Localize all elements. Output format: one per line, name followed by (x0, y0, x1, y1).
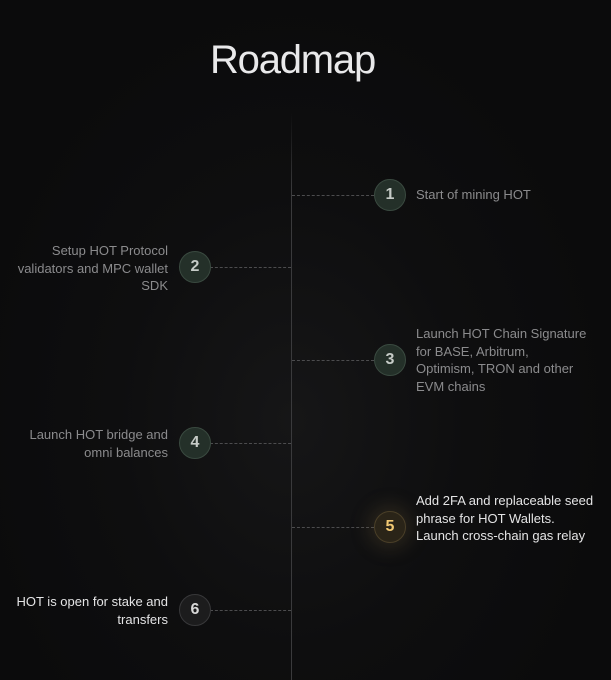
milestone-3-marker: 3 (374, 344, 406, 376)
milestone-3-text: Launch HOT Chain Signature for BASE, Arb… (416, 326, 587, 394)
milestone-2-text: Setup HOT Protocol validators and MPC wa… (17, 243, 168, 293)
connector-4 (210, 443, 291, 444)
connector-5 (292, 527, 374, 528)
milestone-6-text: HOT is open for stake and transfers (16, 594, 168, 627)
connector-3 (292, 360, 374, 361)
milestone-2-marker: 2 (179, 251, 211, 283)
milestone-5-text: Add 2FA and replaceable seed phrase for … (416, 493, 594, 543)
milestone-6-marker: 6 (179, 594, 211, 626)
connector-1 (292, 195, 374, 196)
milestone-1-marker: 1 (374, 179, 406, 211)
milestone-5-marker: 5 (374, 511, 406, 543)
timeline-axis (291, 112, 292, 680)
page-title: Roadmap (209, 38, 376, 82)
milestone-4-text: Launch HOT bridge and omni balances (29, 427, 168, 460)
connector-6 (210, 610, 291, 611)
milestone-1-text: Start of mining HOT (416, 187, 531, 202)
milestone-4-marker: 4 (179, 427, 211, 459)
connector-2 (210, 267, 291, 268)
